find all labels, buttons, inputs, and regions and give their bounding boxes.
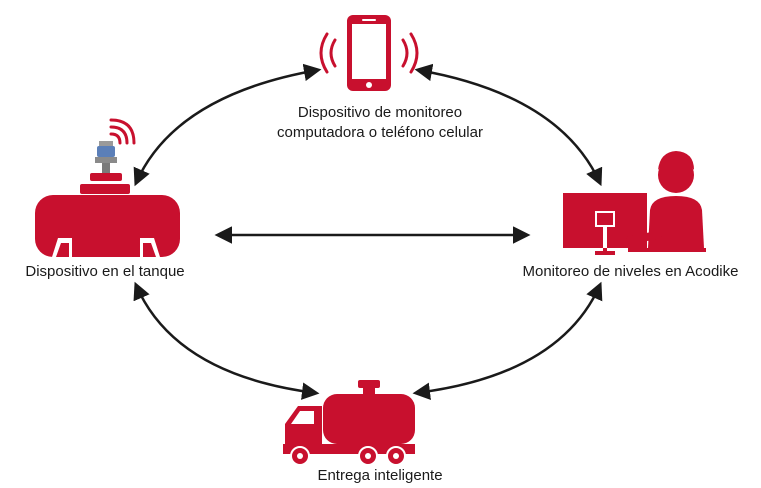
phone-node-label: Dispositivo de monitoreo computadora o t… bbox=[250, 103, 510, 143]
tank-node-label: Dispositivo en el tanque bbox=[25, 263, 185, 280]
phone-label-line2: computadora o teléfono celular bbox=[277, 124, 483, 141]
phone-label-line1: Dispositivo de monitoreo bbox=[297, 104, 463, 121]
smartphone-with-signal-icon bbox=[319, 15, 419, 91]
arrow-monitor-truck bbox=[412, 281, 603, 400]
tanker-truck-icon bbox=[283, 380, 415, 466]
arrow-truck-tank bbox=[133, 281, 320, 400]
arrow-phone-monitor bbox=[414, 63, 603, 187]
arrow-tank-phone bbox=[133, 63, 322, 187]
tank-with-wireless-sensor-icon bbox=[35, 118, 180, 257]
operator-at-computer-icon bbox=[563, 151, 706, 255]
monitor-node-label: Monitoreo de niveles en Acodike bbox=[522, 263, 739, 280]
truck-node-label: Entrega inteligente bbox=[317, 467, 443, 484]
